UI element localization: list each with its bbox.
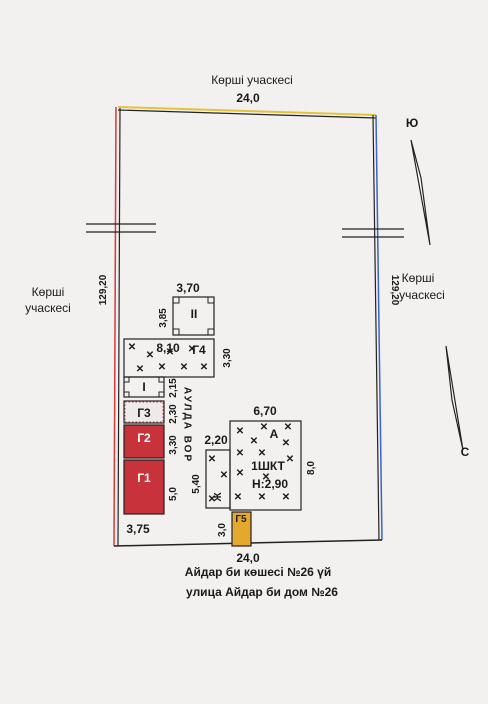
svg-text:✕: ✕ <box>200 362 208 373</box>
svg-text:Г2: Г2 <box>137 431 151 445</box>
building-g3: Г3 <box>123 400 165 424</box>
building-ii: II <box>172 296 215 336</box>
g1-width: 3,75 <box>126 522 150 536</box>
svg-text:✕: ✕ <box>220 470 228 481</box>
svg-text:✕: ✕ <box>258 492 266 503</box>
g1-depth: 5,0 <box>168 487 179 501</box>
shed-ii-depth: 3,85 <box>158 308 169 328</box>
boundary-left-inner <box>117 107 121 547</box>
svg-text:✕: ✕ <box>136 364 144 375</box>
address-kz: Айдар би көшесi №26 үй <box>185 565 331 579</box>
compass-north-label: Ю <box>406 116 418 130</box>
building-g4: ✕ ✕ ✕ ✕ ✕ ✕ ✕ ✕ Г4 <box>123 338 215 378</box>
svg-text:✕: ✕ <box>158 362 166 373</box>
svg-text:Ж: Ж <box>213 492 224 503</box>
svg-text:✕: ✕ <box>146 350 154 361</box>
svg-text:✕: ✕ <box>286 454 294 465</box>
svg-text:✕: ✕ <box>128 342 136 353</box>
courtyard-label: АУЛДА ВОР <box>182 387 193 463</box>
svg-text:✕: ✕ <box>262 472 270 483</box>
g5-depth: 3,0 <box>217 523 228 537</box>
boundary-top-inner <box>117 109 377 119</box>
svg-text:II: II <box>191 307 198 321</box>
svg-text:✕: ✕ <box>258 448 266 459</box>
svg-text:Г4: Г4 <box>192 343 206 357</box>
shed-ii-width: 3,70 <box>176 281 200 295</box>
building-g5: Г5 <box>231 511 252 547</box>
svg-text:Г5: Г5 <box>235 514 247 525</box>
boundary-left <box>113 106 117 547</box>
top-width-label: 24,0 <box>236 91 260 105</box>
svg-text:I: I <box>142 380 145 394</box>
boundary-top <box>117 106 377 116</box>
svg-text:✕: ✕ <box>282 492 290 503</box>
right-length-label: 129,20 <box>389 275 400 306</box>
building-g1: Г1 <box>123 459 165 515</box>
g4-width: 8,10 <box>156 341 180 355</box>
svg-text:✕: ✕ <box>236 448 244 459</box>
building-g2: Г2 <box>123 424 165 459</box>
svg-text:✕: ✕ <box>208 454 216 465</box>
g2-depth: 3,30 <box>168 435 179 455</box>
right-neighbor-label-2: учаскесi <box>399 288 445 302</box>
bottom-width-label: 24,0 <box>236 551 260 565</box>
building-i: I <box>123 376 165 398</box>
svg-text:✕: ✕ <box>180 362 188 373</box>
g3-depth: 2,30 <box>168 404 179 424</box>
i-depth: 2,15 <box>168 378 179 398</box>
building-small: ✕ ✕ ✕ Ж <box>205 449 231 509</box>
compass-arrow-top-icon <box>410 139 431 246</box>
svg-text:Г3: Г3 <box>137 406 151 420</box>
boundary-right-inner <box>372 114 380 541</box>
house-width: 6,70 <box>253 404 277 418</box>
break-mark-left <box>86 223 156 233</box>
svg-text:✕: ✕ <box>284 422 292 433</box>
svg-text:✕: ✕ <box>236 468 244 479</box>
right-neighbor-label-1: Көршi <box>402 271 435 285</box>
left-neighbor-label-2: учаскесi <box>25 301 71 315</box>
svg-text:✕: ✕ <box>234 492 242 503</box>
left-neighbor-label-1: Көршi <box>32 285 65 299</box>
svg-text:✕: ✕ <box>260 422 268 433</box>
svg-text:1ШКТ: 1ШКТ <box>251 459 285 473</box>
top-neighbor-label: Көршi учаскесi <box>211 73 293 87</box>
svg-text:✕: ✕ <box>236 426 244 437</box>
svg-text:✕: ✕ <box>208 494 216 505</box>
building-house-a: ✕ ✕ ✕ ✕ ✕ ✕ ✕ ✕ ✕ ✕ ✕ ✕ ✕ А 1ШКТ Н:2,90 <box>229 420 302 511</box>
g4-depth: 3,30 <box>222 348 233 368</box>
svg-text:Н:2,90: Н:2,90 <box>252 477 288 491</box>
boundary-right <box>375 114 383 541</box>
compass-south-label: С <box>461 445 470 459</box>
svg-text:✕: ✕ <box>188 344 196 355</box>
small-building-depth: 5,40 <box>191 474 202 494</box>
svg-text:✕: ✕ <box>166 347 174 358</box>
left-length-label: 129,20 <box>98 274 109 305</box>
svg-text:✕: ✕ <box>250 436 258 447</box>
address-ru: улица Айдар би дом №26 <box>186 585 338 599</box>
break-mark-right <box>342 228 404 238</box>
svg-text:А: А <box>270 427 279 441</box>
compass-arrow-bottom-icon <box>445 345 464 451</box>
small-building-width: 2,20 <box>204 433 228 447</box>
svg-text:Г1: Г1 <box>137 471 151 485</box>
house-depth: 8,0 <box>306 461 317 475</box>
svg-text:✕: ✕ <box>282 438 290 449</box>
